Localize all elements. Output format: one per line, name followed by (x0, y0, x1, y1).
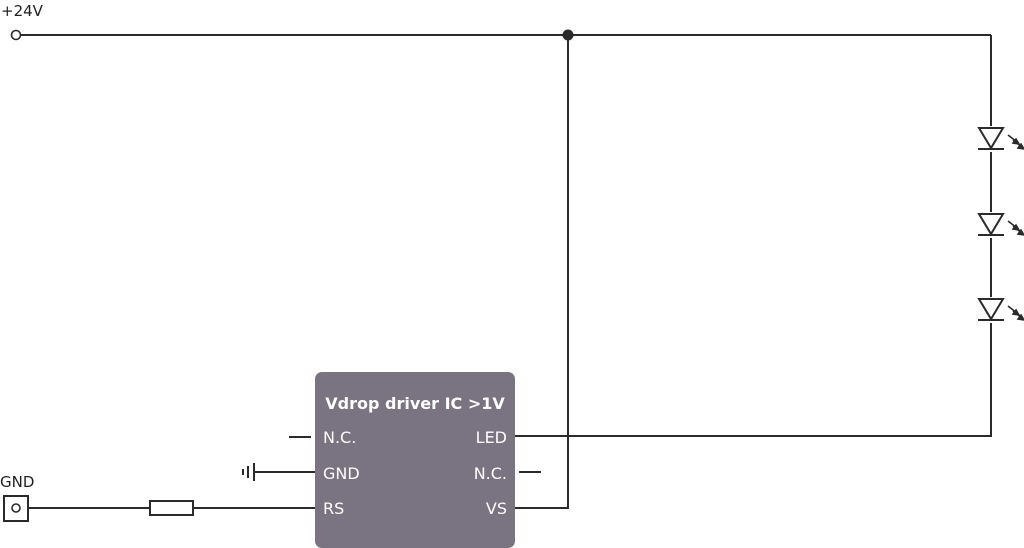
pin-right-led: LED (476, 428, 507, 447)
led-1 (977, 126, 1024, 152)
light-emission-icon (1007, 305, 1024, 321)
resistor (149, 500, 194, 516)
driver-ic-title: Vdrop driver IC >1V (325, 394, 505, 413)
power-label: +24V (1, 2, 44, 20)
driver-ic-body (315, 372, 515, 548)
ground-label: GND (0, 473, 34, 491)
power-terminal (10, 29, 22, 41)
led-3 (977, 297, 1024, 323)
pin-left-rs: RS (323, 499, 344, 518)
pin-left-gnd: GND (323, 464, 360, 483)
ground-terminal (11, 503, 21, 513)
pin-right-nc: N.C. (474, 464, 507, 483)
pin-right-vs: VS (486, 499, 507, 518)
light-emission-icon (1007, 220, 1024, 236)
light-emission-icon (1007, 134, 1024, 150)
ground-icon (242, 463, 255, 481)
led-2 (977, 212, 1024, 238)
pin-left-nc: N.C. (323, 428, 356, 447)
